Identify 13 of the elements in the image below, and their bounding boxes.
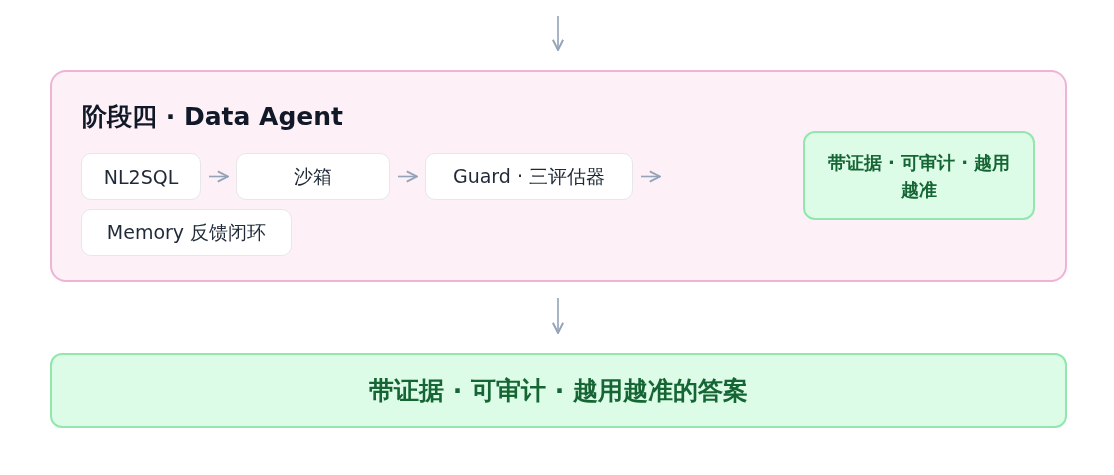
arrow	[551, 297, 565, 334]
process-box: Guard · 三评估器	[425, 153, 633, 200]
result-box: 带证据 · 可审计 · 越用越准	[803, 131, 1035, 220]
result-box: 带证据 · 可审计 · 越用越准的答案	[50, 353, 1067, 428]
arrow	[640, 170, 661, 183]
process-box: 沙箱	[236, 153, 390, 200]
stage-title: 阶段四 · Data Agent	[82, 101, 343, 133]
arrow	[208, 170, 229, 183]
stage-panel	[50, 70, 1067, 282]
process-box: Memory 反馈闭环	[81, 209, 292, 256]
arrow	[397, 170, 418, 183]
process-box: NL2SQL	[81, 153, 201, 200]
arrow	[551, 15, 565, 51]
